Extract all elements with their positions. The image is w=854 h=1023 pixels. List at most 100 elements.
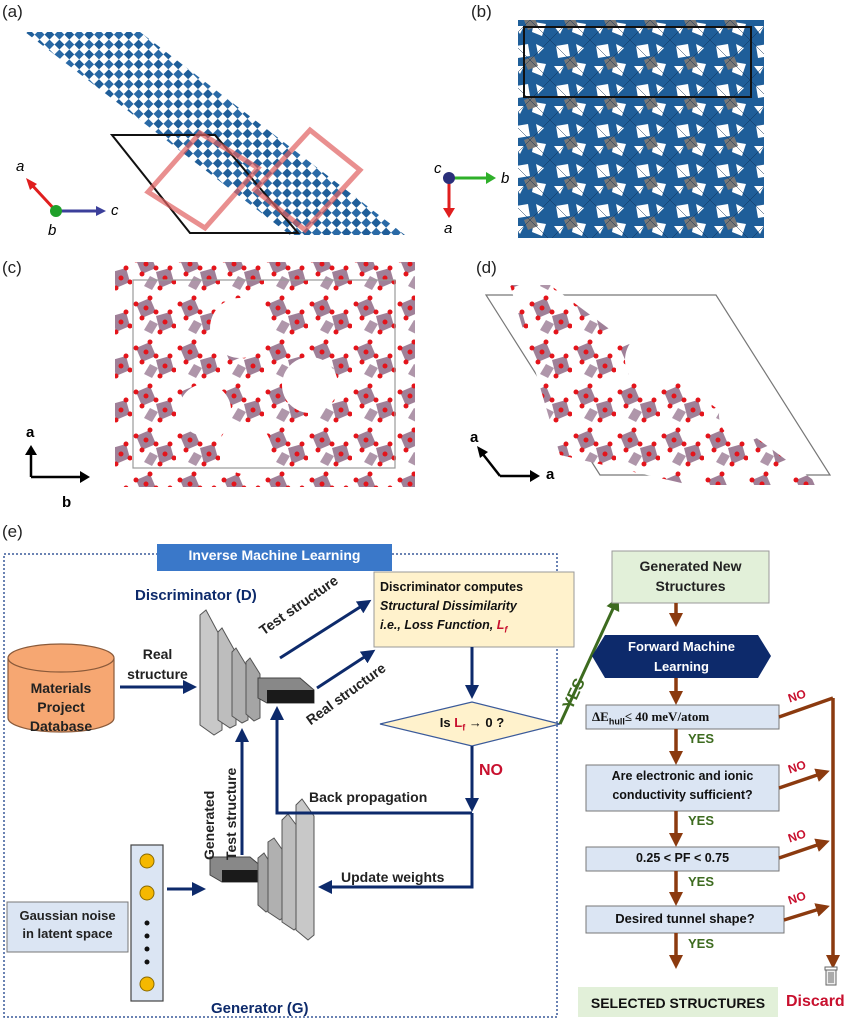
arrow-update-weights (318, 813, 474, 894)
database-label-line3: Database (29, 718, 93, 734)
axis-label-c-b: c (434, 160, 442, 177)
arrow-yes-to-generated (558, 596, 620, 725)
criterion-2-text: Are electronic and ionic conductivity su… (586, 767, 779, 805)
axis-label-a: a (16, 158, 25, 175)
discard-label: Discard (786, 993, 845, 1010)
criterion-box-3 (585, 846, 780, 872)
real-structure-in-line1: Real (142, 646, 173, 662)
tunnel-2 (282, 357, 338, 413)
tunnel-d-1 (625, 330, 685, 390)
loss-line1: Discriminator computes (380, 580, 524, 594)
arrow-real-structure-out (316, 649, 376, 690)
inverse-ml-title-box (157, 544, 392, 571)
axis-arrows-c (25, 445, 90, 483)
arrow-back-propagation (270, 706, 472, 815)
decision-prefix: Is (439, 715, 455, 730)
tunnel-1 (210, 298, 270, 358)
generated-test-label: Generated Test structure (198, 768, 242, 860)
highlight-cell-1 (144, 129, 262, 232)
crystal-lattice-a (25, 32, 405, 235)
panel-label-b: (b) (471, 2, 492, 21)
axis-label-a-b: a (444, 220, 453, 237)
gaussian-noise-line1: Gaussian noise (19, 908, 116, 923)
generator-title: Generator (G) (211, 1000, 309, 1017)
tunnel-d-2 (719, 389, 771, 441)
loss-function-box (373, 571, 575, 648)
crystal-lattice-b (518, 20, 764, 238)
trash-can-icon (824, 966, 838, 986)
criterion-1-delta: ΔE (592, 709, 609, 724)
generated-new-structures-label: Generated New Structures (612, 556, 769, 596)
panel-d-structure (477, 285, 832, 485)
axis-label-b: b (48, 222, 57, 239)
criterion-box-4 (585, 905, 785, 934)
latent-vector (130, 844, 164, 1002)
decision-symbol-L: L (454, 715, 463, 730)
materials-project-database (7, 643, 115, 733)
gaussian-noise-line2: in latent space (22, 926, 113, 941)
decision-text: Is Lf → 0 ? (420, 715, 524, 733)
axis-label-c: c (111, 202, 119, 219)
generator-network (209, 798, 315, 941)
criterion-1-rest: ≤ 40 meV/atom (624, 709, 710, 724)
loss-line2: Structural Dissimilarity (380, 599, 517, 613)
panel-label-d: (d) (476, 258, 497, 277)
highlight-cell-2 (251, 126, 364, 234)
criterion-box-2 (585, 764, 780, 812)
axis-label-a-c: a (26, 424, 35, 441)
generated-test-line1: Generated (201, 790, 217, 860)
axis-label-a-diag-d: a (470, 429, 479, 446)
unit-cell-outline-c (132, 279, 396, 469)
selected-structures-box (578, 987, 778, 1017)
unit-cell-outline-b (523, 26, 752, 98)
gaussian-noise-box (6, 901, 129, 953)
database-label: Materials Project Database (8, 679, 114, 736)
workflow-diagram (3, 544, 840, 1018)
forward-ml-label: Forward Machine Learning (592, 637, 771, 677)
decision-symbol: Lf (454, 715, 466, 733)
inverse-ml-title: Inverse Machine Learning (188, 547, 361, 563)
tunnel-3 (179, 384, 231, 436)
panel-b-structure (443, 20, 764, 238)
discriminator-title: Discriminator (D) (135, 587, 257, 604)
discriminator-network (199, 609, 315, 736)
criterion-2-line2: conductivity sufficient? (612, 788, 753, 802)
criterion-1-text: ΔEhull≤ 40 meV/atom (592, 709, 709, 727)
loss-symbol-L: L (496, 618, 505, 632)
database-label-line1: Materials (30, 680, 92, 696)
yes-label-2: YES (688, 813, 715, 828)
arrow-test-structure (279, 599, 372, 660)
yes-label-3: YES (688, 874, 715, 889)
criterion-3-text: 0.25 < PF < 0.75 (635, 851, 730, 865)
selected-structures-label: SELECTED STRUCTURES (590, 995, 766, 1011)
decision-symbol-sub: f (462, 722, 466, 733)
tunnel-4 (219, 422, 271, 474)
decision-suffix: → 0 ? (465, 715, 505, 730)
panel-c-structure (25, 262, 415, 487)
axis-triad-b (443, 172, 496, 218)
panel-a-structure (25, 32, 405, 235)
update-weights-label: Update weights (341, 869, 445, 885)
axis-label-b-c: b (62, 494, 72, 511)
axis-label-b-b: b (501, 170, 510, 187)
yes-label-1: YES (688, 731, 715, 746)
panel-label-a: (a) (2, 2, 23, 21)
loss-function-text: Discriminator computes Structural Dissim… (380, 578, 576, 640)
forward-ml-line1: Forward Machine (628, 639, 735, 654)
generated-test-line2: Test structure (223, 767, 239, 860)
real-structure-in-line2: structure (127, 666, 188, 682)
generated-new-line1: Generated New (639, 558, 742, 574)
forward-ml-hexagon (592, 635, 771, 678)
criterion-2-line1: Are electronic and ionic (611, 769, 754, 783)
discard-path (778, 696, 840, 969)
back-propagation-label: Back propagation (309, 789, 428, 805)
decision-no-label: NO (479, 762, 503, 779)
yes-label-4: YES (688, 936, 715, 951)
panel-label-c: (c) (2, 258, 22, 277)
generated-new-structures-box (611, 550, 770, 604)
real-structure-in-label: Real structure (120, 644, 195, 684)
criterion-4-text: Desired tunnel shape? (615, 911, 755, 926)
loss-symbol-sub: f (504, 624, 508, 635)
axis-arrows-d (477, 446, 540, 482)
criterion-1-sub: hull (608, 716, 625, 727)
